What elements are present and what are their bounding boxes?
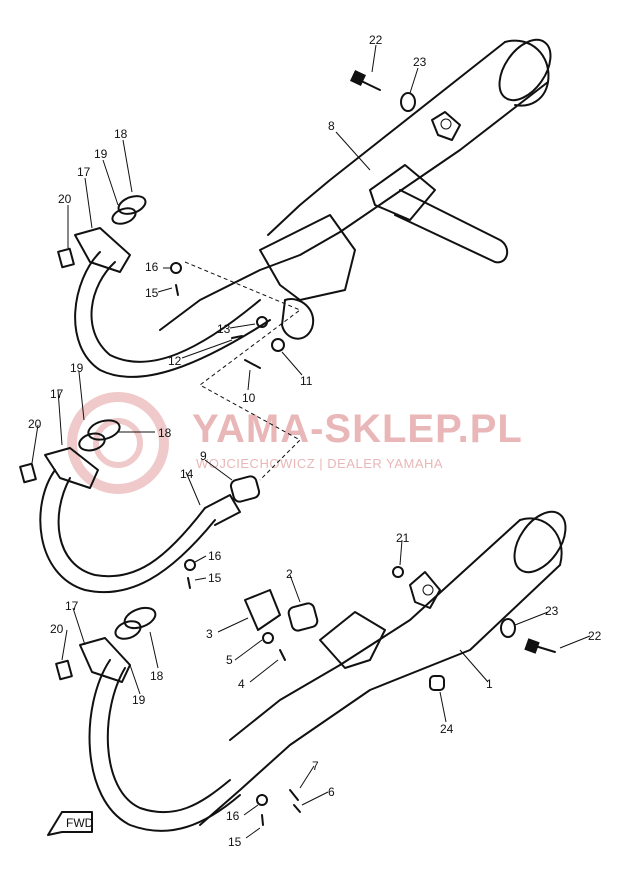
callout-22-bottom: 22 [588, 629, 602, 643]
callout-18-bottom: 18 [150, 669, 164, 683]
callout-4: 4 [238, 677, 245, 691]
callout-15-top: 15 [145, 286, 159, 300]
callout-11: 11 [300, 374, 313, 388]
callout-16-mid: 16 [208, 549, 222, 563]
watermark: YAMA-SKLEP.PL WOJCIECHOWICZ | DEALER YAM… [67, 392, 523, 494]
callout-15-mid: 15 [208, 571, 222, 585]
lower-muffler-assembly [55, 510, 567, 832]
callout-17-top: 17 [77, 165, 91, 179]
callout-16-top: 16 [145, 260, 159, 274]
callout-20-bottom: 20 [50, 622, 64, 636]
fwd-arrow-icon: FWD [47, 811, 94, 836]
watermark-subtitle: WOJCIECHOWICZ | DEALER YAMAHA [196, 456, 443, 471]
callout-2: 2 [286, 567, 293, 581]
callout-22-top: 22 [369, 33, 383, 47]
callout-9: 9 [200, 449, 207, 463]
callout-13: 13 [217, 322, 231, 336]
callout-10: 10 [242, 391, 256, 405]
callout-17-bottom: 17 [65, 599, 79, 613]
callout-labels: 22 23 8 18 19 17 20 16 15 13 12 9 10 11 … [28, 33, 602, 849]
callout-23-bottom: 23 [545, 604, 559, 618]
callout-20-top: 20 [58, 192, 72, 206]
fwd-label: FWD [66, 816, 94, 830]
callout-16-bottom: 16 [226, 809, 240, 823]
callout-6: 6 [328, 785, 335, 799]
callout-21: 21 [396, 531, 410, 545]
callout-19-top: 19 [94, 147, 108, 161]
callout-14: 14 [180, 467, 194, 481]
middle-header-assembly [19, 419, 261, 594]
callout-18-top: 18 [114, 127, 128, 141]
callout-15-bottom: 15 [228, 835, 242, 849]
callout-18-mid: 18 [158, 426, 172, 440]
callout-5: 5 [226, 653, 233, 667]
callout-19-mid: 19 [70, 361, 84, 375]
callout-1: 1 [486, 677, 493, 691]
callout-23-top: 23 [413, 55, 427, 69]
callout-7: 7 [312, 759, 319, 773]
upper-muffler-assembly [57, 38, 552, 481]
callout-20-mid: 20 [28, 417, 42, 431]
callout-12: 12 [168, 354, 182, 368]
callout-24: 24 [440, 722, 454, 736]
callout-8: 8 [328, 119, 335, 133]
callout-17-mid: 17 [50, 387, 64, 401]
watermark-brand: YAMA-SKLEP.PL [192, 407, 523, 451]
callout-19-bottom: 19 [132, 693, 146, 707]
leader-lines [31, 44, 591, 839]
callout-3: 3 [206, 627, 213, 641]
